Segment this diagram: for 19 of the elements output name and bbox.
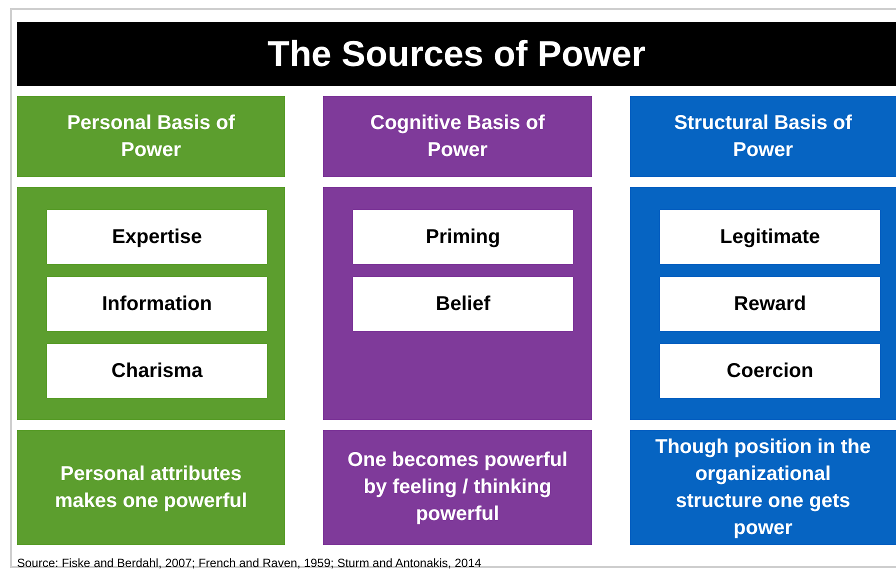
summary-box: One becomes powerful by feeling / thinking powerful bbox=[323, 430, 592, 545]
item-box: Charisma bbox=[47, 344, 267, 398]
title-bar: The Sources of Power bbox=[17, 22, 896, 86]
item-box: Reward bbox=[660, 277, 880, 331]
summary-box: Though position in the organizational structure one gets power bbox=[630, 430, 896, 545]
column-header: Personal Basis of Power bbox=[17, 96, 285, 177]
item-box: Information bbox=[47, 277, 267, 331]
item-box: Expertise bbox=[47, 210, 267, 264]
item-box: Priming bbox=[353, 210, 573, 264]
item-box: Legitimate bbox=[660, 210, 880, 264]
source-note: Source: Fiske and Berdahl, 2007; French and Raven, 1959; Sturm and Antonakis, 2014 bbox=[17, 555, 482, 572]
column-header: Cognitive Basis of Power bbox=[323, 96, 592, 177]
summary-box: Personal attributes makes one powerful bbox=[17, 430, 285, 545]
column-panel bbox=[17, 187, 285, 420]
item-box: Belief bbox=[353, 277, 573, 331]
column-panel bbox=[630, 187, 896, 420]
item-box: Coercion bbox=[660, 344, 880, 398]
column-header: Structural Basis of Power bbox=[630, 96, 896, 177]
column-panel bbox=[323, 187, 592, 420]
